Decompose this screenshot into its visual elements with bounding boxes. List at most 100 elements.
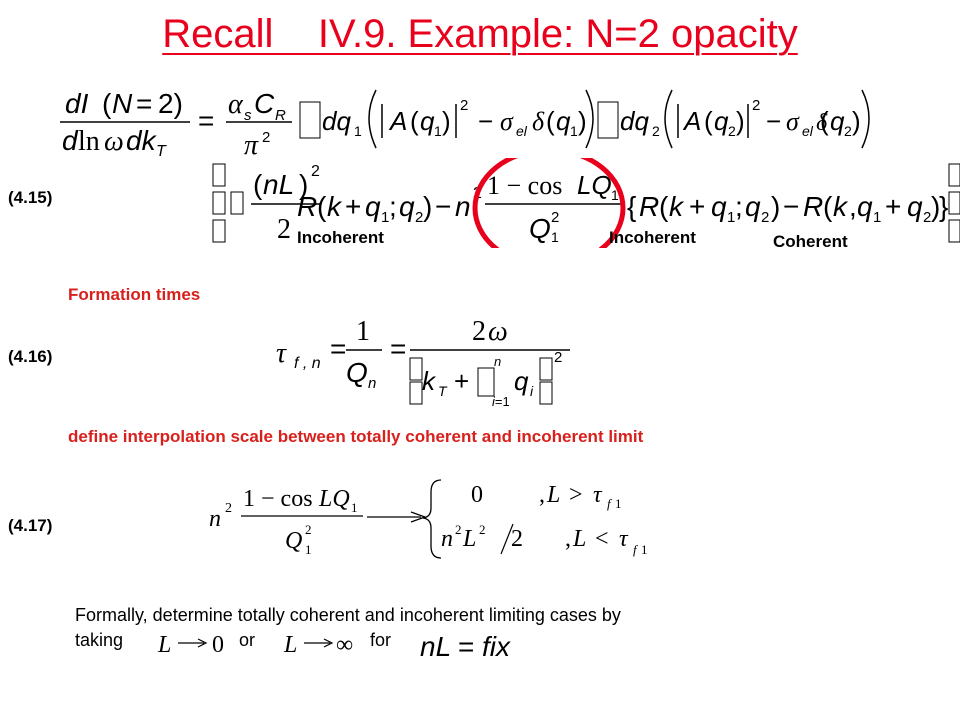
svg-text:n: n	[455, 191, 471, 222]
svg-text:k: k	[422, 366, 437, 396]
svg-text:1: 1	[570, 123, 578, 139]
svg-text:2: 2	[311, 163, 320, 180]
svg-text:): )	[931, 191, 940, 222]
equation-main: dI ( N = 2) d ln ω dk T = α s C R π 2 dq…	[60, 88, 828, 158]
svg-text:+: +	[345, 191, 361, 222]
label-coherent: Coherent	[773, 232, 848, 251]
svg-text:fix: fix	[482, 631, 511, 662]
svg-text:q: q	[399, 191, 415, 222]
svg-text:(: (	[253, 169, 263, 200]
svg-text:q: q	[420, 106, 435, 136]
svg-text:1: 1	[354, 123, 362, 139]
svg-text:k: k	[327, 191, 343, 222]
svg-text:1: 1	[873, 209, 881, 226]
or-word: or	[239, 630, 256, 650]
svg-text:LQ: LQ	[577, 170, 612, 200]
svg-text:nL: nL	[263, 169, 294, 200]
nL-fix-formula: nL = fix	[420, 631, 511, 662]
eq-lhs-N: N	[112, 88, 133, 119]
svg-text:1: 1	[381, 209, 389, 226]
svg-text:d: d	[62, 125, 79, 156]
svg-text:−: −	[478, 106, 493, 136]
svg-text:q: q	[714, 106, 729, 136]
svg-text:δ: δ	[532, 107, 545, 136]
svg-text:R: R	[275, 107, 286, 124]
svg-text:2: 2	[472, 316, 486, 347]
svg-text:1: 1	[305, 542, 312, 557]
svg-text:f: f	[607, 496, 613, 511]
limit-L-to-infinity: L ∞	[283, 632, 353, 658]
svg-text:R: R	[639, 191, 659, 222]
svg-text:+: +	[454, 366, 469, 396]
svg-text:=: =	[390, 333, 406, 364]
svg-text:}: }	[939, 191, 948, 222]
svg-text:σ: σ	[500, 107, 514, 136]
svg-text:LQ: LQ	[318, 486, 350, 512]
eq-label-4-16: (4.16)	[8, 347, 53, 366]
svg-text:k: k	[669, 191, 685, 222]
svg-text:−: −	[766, 106, 781, 136]
taking-word: taking	[75, 630, 124, 650]
svg-text:;: ;	[389, 191, 397, 222]
svg-text:>: >	[569, 482, 583, 508]
svg-text:k: k	[833, 191, 849, 222]
equation-4-15: ( nL ) 2 2 R ( k + q 1 ; q 2 ) − n 2 1 −…	[212, 158, 960, 248]
svg-text:): )	[771, 191, 780, 222]
svg-text:=: =	[330, 333, 346, 364]
svg-text:1: 1	[641, 542, 648, 557]
svg-text:∞: ∞	[336, 632, 353, 658]
svg-text:{: {	[627, 191, 636, 222]
svg-text:el: el	[516, 123, 528, 139]
svg-text:2): 2)	[158, 88, 183, 119]
svg-text:n: n	[209, 506, 221, 532]
svg-text:(: (	[546, 106, 555, 136]
svg-text:2: 2	[460, 97, 468, 114]
svg-text:Q: Q	[285, 528, 302, 554]
svg-text:R: R	[803, 191, 823, 222]
svg-text:q: q	[365, 191, 381, 222]
formally-paragraph: Formally, determine totally coherent and…	[75, 603, 815, 628]
svg-text:n: n	[494, 354, 501, 369]
svg-text:1 − cos: 1 − cos	[487, 171, 562, 200]
label-incoherent-2: Incoherent	[609, 228, 696, 247]
eq-label-4-17: (4.17)	[8, 516, 53, 535]
svg-text:2: 2	[554, 349, 562, 366]
svg-text:2: 2	[479, 522, 486, 537]
svg-text:1: 1	[351, 500, 358, 515]
svg-text:1: 1	[356, 316, 370, 347]
slide-title: Recall IV.9. Example: N=2 opacity	[162, 12, 798, 56]
svg-text:L: L	[572, 526, 586, 552]
svg-text:2: 2	[511, 526, 523, 552]
svg-text:1: 1	[615, 496, 622, 511]
svg-text:2: 2	[225, 501, 232, 516]
svg-text:2: 2	[652, 123, 660, 139]
svg-text:2: 2	[761, 209, 769, 226]
equation-4-16: τ f , n = 1 Q n = 2 ω k T + n i=1 q i 2	[276, 316, 570, 409]
svg-text:τ: τ	[593, 482, 603, 508]
svg-text:2: 2	[752, 97, 760, 114]
formally-line-1: Formally, determine totally coherent and…	[75, 605, 621, 625]
svg-text:ω: ω	[488, 316, 508, 347]
svg-text:q: q	[745, 191, 761, 222]
svg-text:(: (	[410, 106, 419, 136]
svg-text:=: =	[136, 88, 152, 119]
svg-text:L: L	[283, 632, 297, 658]
svg-text:): )	[423, 191, 432, 222]
label-incoherent-1: Incoherent	[297, 228, 384, 247]
svg-text:q: q	[907, 191, 923, 222]
svg-text:τ: τ	[276, 338, 287, 369]
svg-text:(: (	[659, 191, 669, 222]
svg-text:): )	[578, 106, 587, 136]
svg-text:2: 2	[844, 123, 852, 139]
svg-text:n: n	[441, 526, 453, 552]
svg-text:=: =	[198, 105, 214, 136]
svg-text:i: i	[530, 383, 534, 399]
svg-text:Q: Q	[346, 357, 368, 388]
svg-text:1: 1	[551, 229, 559, 245]
svg-text:T: T	[438, 383, 448, 399]
svg-text:2: 2	[455, 522, 462, 537]
formation-times-label: Formation times	[68, 285, 201, 304]
svg-text:L: L	[157, 632, 171, 658]
svg-text:,: ,	[849, 191, 857, 222]
svg-text:2: 2	[262, 129, 270, 146]
